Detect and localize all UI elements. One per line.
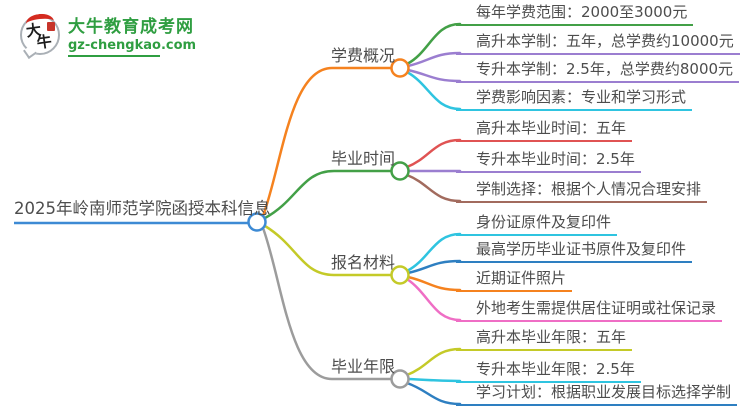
materials-node-circle bbox=[390, 265, 410, 285]
edge-tuition-item3 bbox=[405, 70, 462, 111]
leaf-gradtime-zsb: 专升本毕业时间：2.5年 bbox=[456, 150, 641, 173]
leaf-tuition-factors: 学费影响因素：专业和学习形式 bbox=[456, 88, 693, 111]
edge-years-item1 bbox=[406, 377, 462, 383]
leaf-gradtime-gsb: 高升本毕业时间：五年 bbox=[456, 119, 633, 142]
edge-gradtime-item2 bbox=[405, 173, 462, 203]
leaf-materials-id: 身份证原件及复印件 bbox=[456, 213, 618, 236]
leaf-tuition-gsb: 高升本学制：五年，总学费约10000元 bbox=[456, 32, 740, 55]
edge-gradtime-item0 bbox=[405, 138, 462, 169]
gradtime-node-circle bbox=[390, 161, 410, 181]
branch-label-materials: 报名材料 bbox=[331, 253, 396, 272]
root-topic-label: 2025年岭南师范学院函授本科信息 bbox=[14, 199, 271, 218]
logo-seal-icon bbox=[47, 21, 55, 31]
edge-materials-item2 bbox=[406, 275, 462, 292]
branch-label-years: 毕业年限 bbox=[331, 357, 396, 376]
site-logo[interactable]: 大 牛 大牛教育成考网 gz-chengkao.com bbox=[20, 12, 197, 59]
edge-tuition-item2 bbox=[406, 68, 462, 83]
branch-label-tuition: 学费概况 bbox=[331, 46, 396, 65]
edge-years-item2 bbox=[405, 381, 462, 406]
leaf-gradtime-choice: 学制选择：根据个人情况合理安排 bbox=[456, 180, 708, 203]
leaf-tuition-zsb: 专升本学制：2.5年，总学费约8000元 bbox=[456, 60, 740, 83]
edge-root-materials bbox=[263, 224, 393, 277]
years-node-circle bbox=[390, 369, 410, 389]
edge-tuition-item0 bbox=[405, 22, 462, 66]
leaf-materials-residence: 外地考生需提供居住证明或社保记录 bbox=[456, 299, 723, 322]
leaf-years-zsb: 专升本毕业年限：2.5年 bbox=[456, 360, 641, 383]
edge-materials-item1 bbox=[406, 259, 462, 275]
leaf-materials-photo: 近期证件照片 bbox=[456, 269, 573, 292]
edge-root-tuition bbox=[261, 66, 393, 218]
edge-materials-item3 bbox=[405, 277, 462, 322]
edge-materials-item0 bbox=[405, 232, 462, 273]
leaf-tuition-range: 每年学费范围：2000至3000元 bbox=[456, 3, 694, 26]
leaf-materials-diploma: 最高学历毕业证书原件及复印件 bbox=[456, 240, 693, 263]
root-node-circle bbox=[247, 212, 267, 232]
tuition-node-circle bbox=[390, 58, 410, 78]
edge-years-item0 bbox=[405, 347, 462, 377]
edge-root-gradtime bbox=[263, 169, 393, 220]
logo-bull-icon: 大 牛 bbox=[20, 12, 60, 59]
branch-label-gradtime: 毕业时间 bbox=[331, 149, 396, 168]
leaf-years-gsb: 高升本毕业年限：五年 bbox=[456, 328, 633, 351]
edge-tuition-item1 bbox=[406, 51, 462, 68]
leaf-years-plan: 学习计划：根据职业发展目标选择学制 bbox=[456, 383, 738, 406]
logo-underline bbox=[68, 55, 160, 57]
logo-domain: gz-chengkao.com bbox=[68, 38, 197, 53]
edge-root-years bbox=[261, 226, 393, 381]
logo-title: 大牛教育成考网 bbox=[68, 17, 194, 37]
